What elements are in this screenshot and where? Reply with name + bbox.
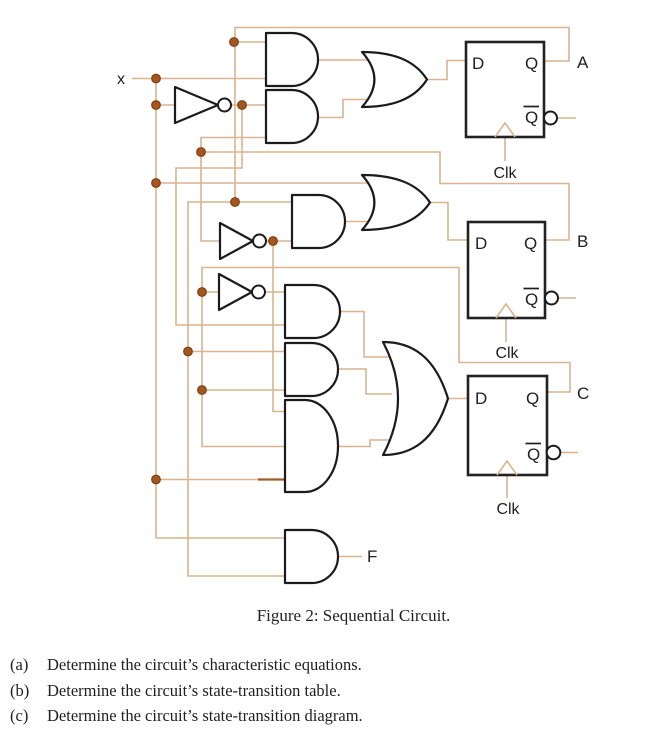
flipflop-c-clk-label: Clk [496, 501, 520, 518]
and-gate [283, 341, 340, 398]
flipflop-a-qbar-label: Q [525, 108, 538, 127]
flipflop-a-d-label: D [472, 54, 484, 73]
question-text: Determine the circuit’s state-transition… [47, 680, 341, 700]
flipflop-a-q-label: Q [525, 54, 538, 73]
junction-dot [268, 236, 278, 246]
question-item: (a) Determine the circuit’s characteristi… [10, 652, 363, 678]
wire [234, 26, 570, 202]
clock-caret-icon [494, 121, 516, 138]
junction-dot [197, 385, 207, 395]
junction-dot [151, 474, 161, 485]
and-gate [283, 398, 340, 494]
wire [187, 201, 290, 577]
and-gate [290, 193, 347, 250]
question-text: Determine the circuit’s characteristic e… [47, 655, 362, 674]
or-gate [381, 340, 450, 457]
clock-caret-icon [496, 459, 518, 476]
not-gate [173, 85, 220, 125]
question-item: (b) Determine the circuit’s state-transit… [10, 678, 363, 704]
junction-dot [197, 287, 207, 297]
and-gate [283, 528, 340, 585]
output-label-b: B [577, 232, 588, 251]
question-label: (c) [10, 706, 29, 725]
figure-caption: Figure 2: Sequential Circuit. [256, 606, 451, 625]
wire [200, 152, 222, 242]
wire [201, 151, 570, 241]
question-item: (c) Determine the circuit’s state-transit… [10, 703, 363, 729]
wire [340, 310, 392, 358]
inverter-bubble-icon [252, 233, 267, 249]
question-text: Determine the circuit’s state-transition… [47, 706, 363, 725]
clock-caret-icon [495, 302, 517, 319]
flipflop-a-clk-label: Clk [493, 165, 517, 182]
wire [201, 266, 571, 448]
flipflop-c-q-label: Q [526, 389, 539, 408]
or-gate [360, 173, 432, 232]
wire [200, 136, 272, 152]
wire [430, 201, 472, 241]
wire [318, 98, 370, 119]
wire [155, 78, 290, 539]
or-gate [360, 50, 429, 109]
inverter-bubble-icon [251, 284, 266, 300]
flipflop-c-d-label: D [475, 389, 487, 408]
qbar-bubble-icon [543, 110, 558, 126]
and-gate [264, 88, 320, 145]
wire [427, 59, 470, 81]
output-label-c: C [577, 384, 589, 403]
junction-dot [151, 73, 161, 84]
inverter-bubble-icon [217, 97, 232, 113]
flipflop-c [466, 374, 549, 477]
wire [338, 368, 392, 395]
question-label: (a) [10, 655, 29, 674]
qbar-bubble-icon [545, 444, 562, 461]
junction-dot [151, 100, 161, 110]
junction-dot [230, 197, 240, 207]
flipflop-b-d-label: D [475, 234, 487, 253]
junction-dot [237, 100, 247, 110]
junction-dot [196, 147, 206, 157]
and-gate [283, 283, 342, 340]
junction-dot [151, 178, 161, 188]
not-gate [217, 272, 254, 312]
junction-dot [183, 346, 193, 357]
junction-dot [229, 37, 239, 47]
flipflop-b-qbar-label: Q [525, 290, 538, 309]
label-f: F [367, 547, 377, 566]
wire [338, 439, 392, 448]
flipflop-b [466, 220, 547, 320]
flipflop-b-clk-label: Clk [495, 345, 519, 362]
not-gate [218, 221, 255, 261]
output-label-a: A [577, 53, 589, 72]
flipflop-a [464, 40, 546, 139]
question-list: (a) Determine the circuit’s characteristi… [10, 652, 363, 729]
flipflop-c-qbar-label: Q [527, 445, 540, 464]
question-label: (b) [10, 680, 30, 700]
wire [175, 105, 290, 326]
qbar-bubble-icon [544, 290, 559, 306]
and-gate [264, 31, 320, 88]
flipflop-b-q-label: Q [524, 234, 537, 253]
label-x: x [117, 71, 125, 88]
